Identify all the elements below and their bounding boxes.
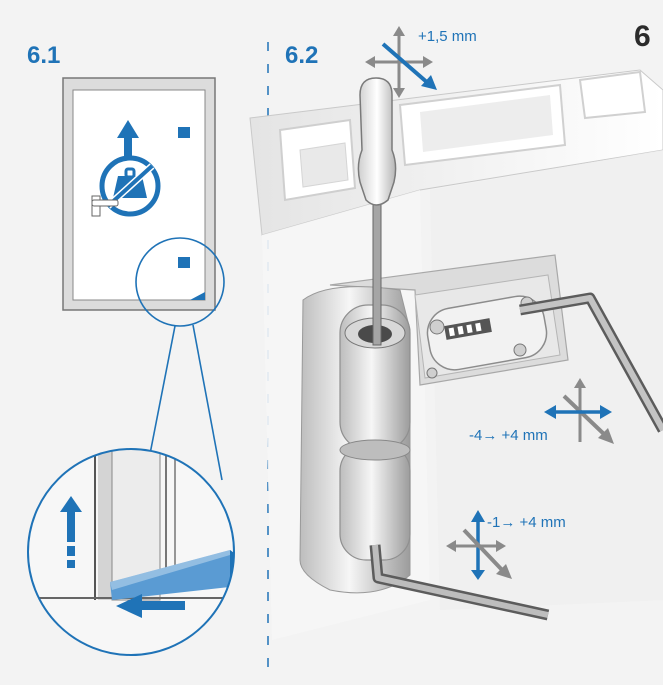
vertical-adjust-label: +1,5 mm bbox=[418, 28, 477, 45]
step-label-6-1: 6.1 bbox=[27, 42, 61, 69]
compression-adjust-symbol bbox=[446, 510, 512, 580]
step-label-6-2: 6.2 bbox=[285, 42, 319, 69]
door-illustration bbox=[62, 77, 216, 311]
zoom-detail bbox=[27, 448, 235, 656]
lower-hinge-icon bbox=[178, 257, 190, 268]
left-arrow-icon bbox=[116, 594, 142, 618]
section-number: 6 bbox=[634, 20, 651, 53]
upper-hinge-icon bbox=[178, 127, 190, 138]
up-arrow-icon bbox=[117, 120, 139, 138]
vertical-adjust-symbol bbox=[365, 26, 437, 98]
lateral-adjust-symbol bbox=[544, 378, 614, 444]
compression-adjust-label: -1→ +4 mm bbox=[487, 514, 566, 531]
detail-marker bbox=[135, 237, 225, 327]
lift-arrow-icon bbox=[60, 496, 82, 512]
hinge-illustration bbox=[249, 69, 663, 640]
lateral-adjust-label: -4→ +4 mm bbox=[469, 427, 548, 444]
